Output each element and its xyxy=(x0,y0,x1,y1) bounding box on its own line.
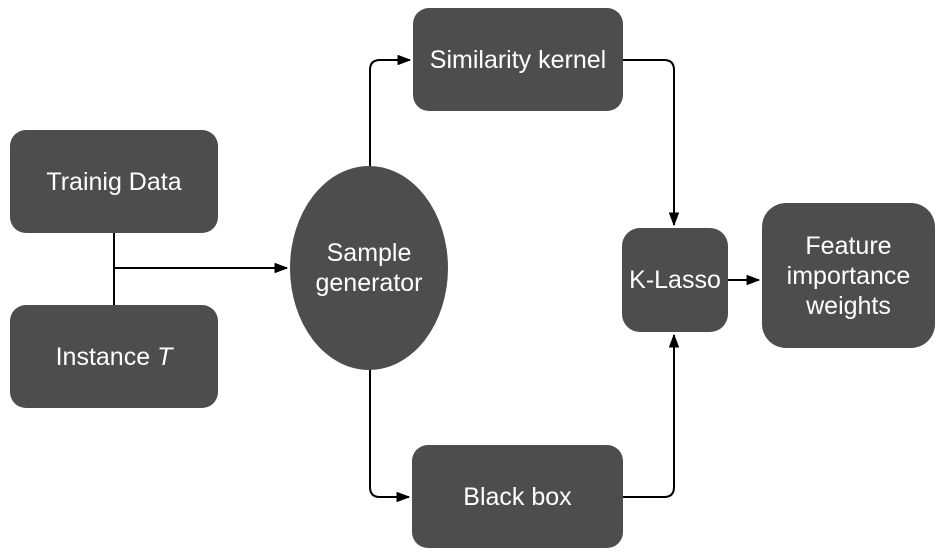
node-feature-importance-weights: Feature importance weights xyxy=(762,203,935,348)
node-sample-generator-label: Sample generator xyxy=(315,239,423,297)
node-instance-t-label: Instance xyxy=(55,342,151,371)
node-training-data: Trainig Data xyxy=(10,130,218,233)
node-k-lasso: K-Lasso xyxy=(622,228,728,332)
node-similarity-kernel: Similarity kernel xyxy=(413,8,623,111)
node-black-box-label: Black box xyxy=(463,482,572,511)
node-training-data-label: Trainig Data xyxy=(46,167,182,196)
node-k-lasso-label: K-Lasso xyxy=(629,266,721,294)
node-similarity-kernel-label: Similarity kernel xyxy=(429,45,607,74)
connector-similarity-kernel-to-k-lasso xyxy=(623,59,679,226)
node-sample-generator: Sample generator xyxy=(290,166,448,370)
node-feature-importance-weights-label: Feature importance weights xyxy=(786,231,911,320)
connector-black-box-to-k-lasso xyxy=(623,334,679,498)
node-black-box: Black box xyxy=(412,445,623,548)
connector-sample-generator-to-similarity-kernel xyxy=(369,55,411,166)
connector-sample-generator-to-black-box xyxy=(369,370,410,502)
node-instance-t-symbol: T xyxy=(157,342,173,371)
